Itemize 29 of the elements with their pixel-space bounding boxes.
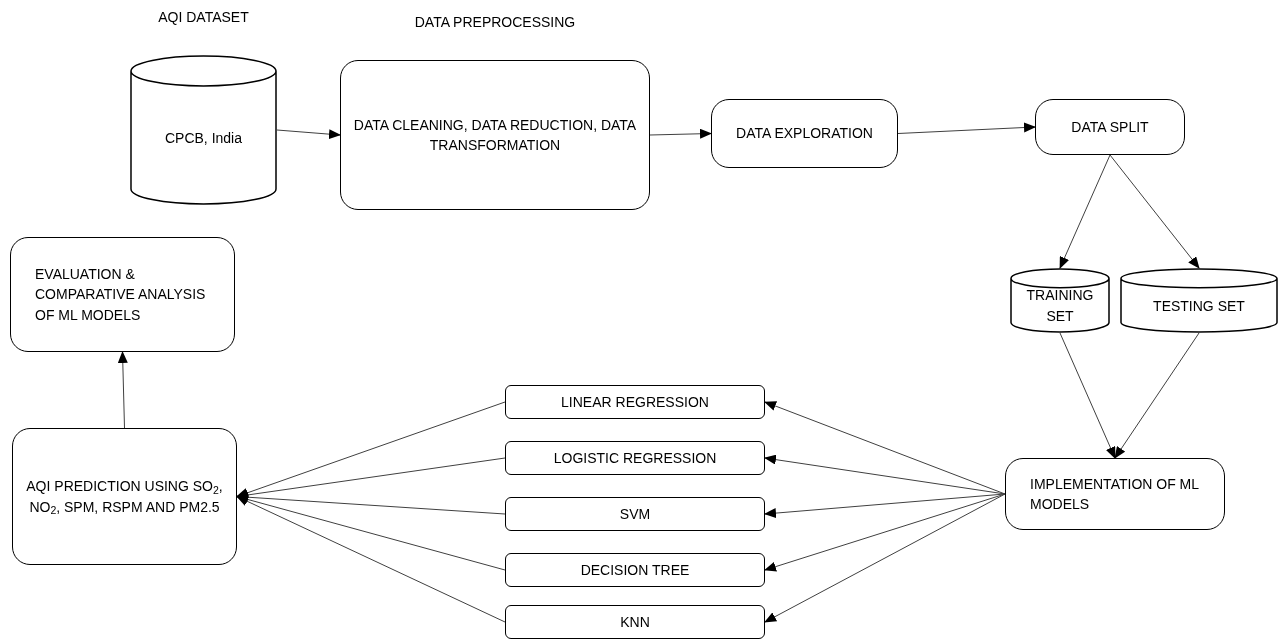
heading-label: AQI DATASET <box>158 8 249 27</box>
arrow <box>1109 154 1200 269</box>
arrow <box>276 129 341 140</box>
box-label: DATA SPLIT <box>1071 117 1149 137</box>
box-label: KNN <box>620 612 650 632</box>
arrow <box>897 122 1036 134</box>
arrow <box>1114 332 1200 459</box>
box-label: AQI PREDICTION USING SO$_{2}$, NO$_{2}$, SPM, RSPM AND PM2.5 <box>25 477 224 517</box>
box-label: DATA CLEANING, DATA REDUCTION, DATA TRANSFORMATION <box>353 115 637 155</box>
box-label: LOGISTIC REGRESSION <box>553 448 717 468</box>
box-label: DECISION TREE <box>580 560 690 580</box>
arrow <box>236 401 506 498</box>
arrow <box>1059 154 1111 269</box>
box-label: DATA EXPLORATION <box>736 124 873 144</box>
box-label: EVALUATION & COMPARATIVE ANALYSIS OF ML MODELS <box>35 265 207 325</box>
box-label: IMPLEMENTATION OF ML MODELS <box>1030 474 1200 514</box>
box-label: TRAINING SET <box>1025 286 1095 326</box>
arrow <box>649 128 712 139</box>
arrow <box>117 351 128 429</box>
arrow <box>236 496 506 623</box>
box-label: TESTING SET <box>1153 296 1245 316</box>
arrow <box>764 493 1006 572</box>
box-label: LINEAR REGRESSION <box>561 392 709 412</box>
arrow <box>1059 332 1116 459</box>
box-label: SVM <box>619 504 651 524</box>
arrow <box>764 454 1006 495</box>
arrow <box>764 493 1006 623</box>
heading-label: DATA PREPROCESSING <box>414 13 576 32</box>
box-label: CPCB, India <box>164 128 242 148</box>
